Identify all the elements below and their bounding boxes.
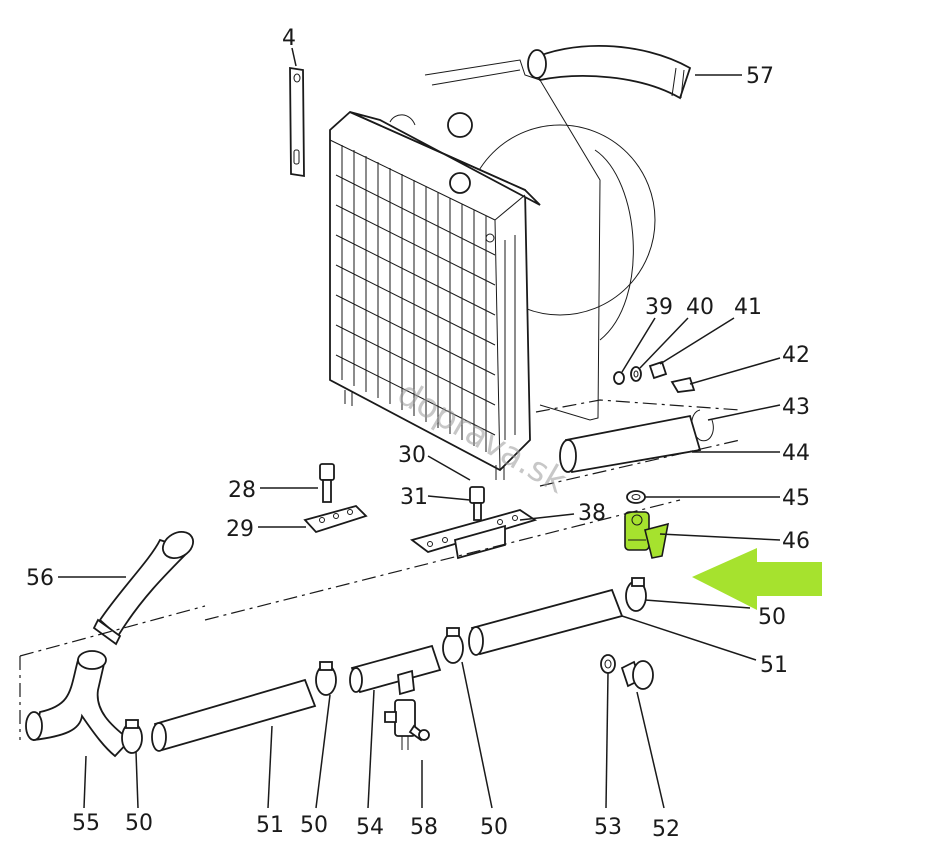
- part-50-clamp-2: [315, 661, 337, 696]
- label-52: 52: [652, 817, 680, 842]
- part-54-tee: [349, 644, 442, 696]
- highlight-arrow: [692, 548, 822, 610]
- part-43-ring: [691, 409, 714, 442]
- label-40: 40: [686, 295, 714, 320]
- label-55: 55: [72, 811, 100, 836]
- label-42: 42: [782, 343, 810, 368]
- part-42-clip: [670, 376, 696, 393]
- label-41: 41: [734, 295, 762, 320]
- part-55-y-hose: [25, 650, 132, 758]
- part-4-bracket: [289, 66, 305, 178]
- part-51-hose-2: [468, 588, 624, 656]
- label-43: 43: [782, 395, 810, 420]
- part-57-upper-hose: [527, 45, 692, 100]
- label-39: 39: [645, 295, 673, 320]
- part-44-pipe: [559, 414, 702, 474]
- label-38: 38: [578, 501, 606, 526]
- part-51-hose-1: [151, 678, 317, 752]
- label-50-2: 50: [300, 813, 328, 838]
- label-53: 53: [594, 815, 622, 840]
- label-45: 45: [782, 486, 810, 511]
- part-56-bent-hose: [92, 530, 194, 646]
- part-50-clamp-1: [121, 719, 143, 754]
- part-29-plate: [303, 504, 368, 534]
- part-labels: 4 57 39 40 41 42 43 44 45 46 30 28 31 38…: [26, 26, 810, 842]
- label-46: 46: [782, 529, 810, 554]
- label-51-left: 51: [256, 813, 284, 838]
- part-41-bolt: [648, 360, 668, 380]
- label-30: 30: [398, 443, 426, 468]
- part-46-drain-valve: [624, 511, 670, 559]
- assembly-lines: [19, 399, 741, 740]
- leader-lines: [58, 47, 781, 809]
- part-28-bolt: [319, 463, 335, 503]
- label-58: 58: [410, 815, 438, 840]
- part-45-washer: [626, 490, 646, 504]
- radiator-fins: [335, 145, 496, 452]
- label-28: 28: [228, 478, 256, 503]
- label-4: 4: [282, 26, 296, 51]
- part-38-bracket: [409, 509, 538, 560]
- label-57: 57: [746, 64, 774, 89]
- label-51-right: 51: [760, 653, 788, 678]
- label-50-right: 50: [758, 605, 786, 630]
- part-40-washer: [630, 366, 642, 382]
- part-52-plug: [620, 660, 654, 690]
- label-56: 56: [26, 566, 54, 591]
- label-50-1: 50: [125, 811, 153, 836]
- part-39-washer: [613, 371, 625, 385]
- part-31-bolt: [469, 486, 485, 521]
- radiator: [329, 110, 541, 480]
- part-50-clamp-3: [442, 627, 464, 664]
- part-58-tap: [384, 699, 430, 750]
- part-53-washer: [600, 654, 616, 674]
- label-44: 44: [782, 441, 810, 466]
- label-29: 29: [226, 517, 254, 542]
- label-31: 31: [400, 485, 428, 510]
- label-50-3: 50: [480, 815, 508, 840]
- part-50-clamp-4: [625, 577, 647, 612]
- label-54: 54: [356, 815, 384, 840]
